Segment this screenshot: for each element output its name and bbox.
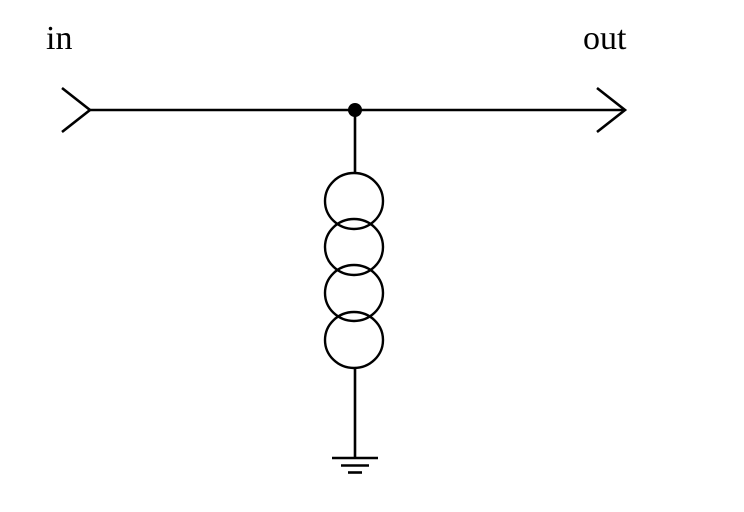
ground-icon (332, 456, 378, 474)
inductor-coil-icon (323, 171, 385, 370)
output-label: out (583, 20, 627, 57)
output-arrow-icon (596, 86, 628, 134)
inductor-turn (323, 171, 385, 231)
inductor-turn (323, 217, 385, 277)
inductor-turn (323, 263, 385, 323)
input-label: in (46, 20, 72, 57)
input-arrow-icon (61, 86, 93, 134)
